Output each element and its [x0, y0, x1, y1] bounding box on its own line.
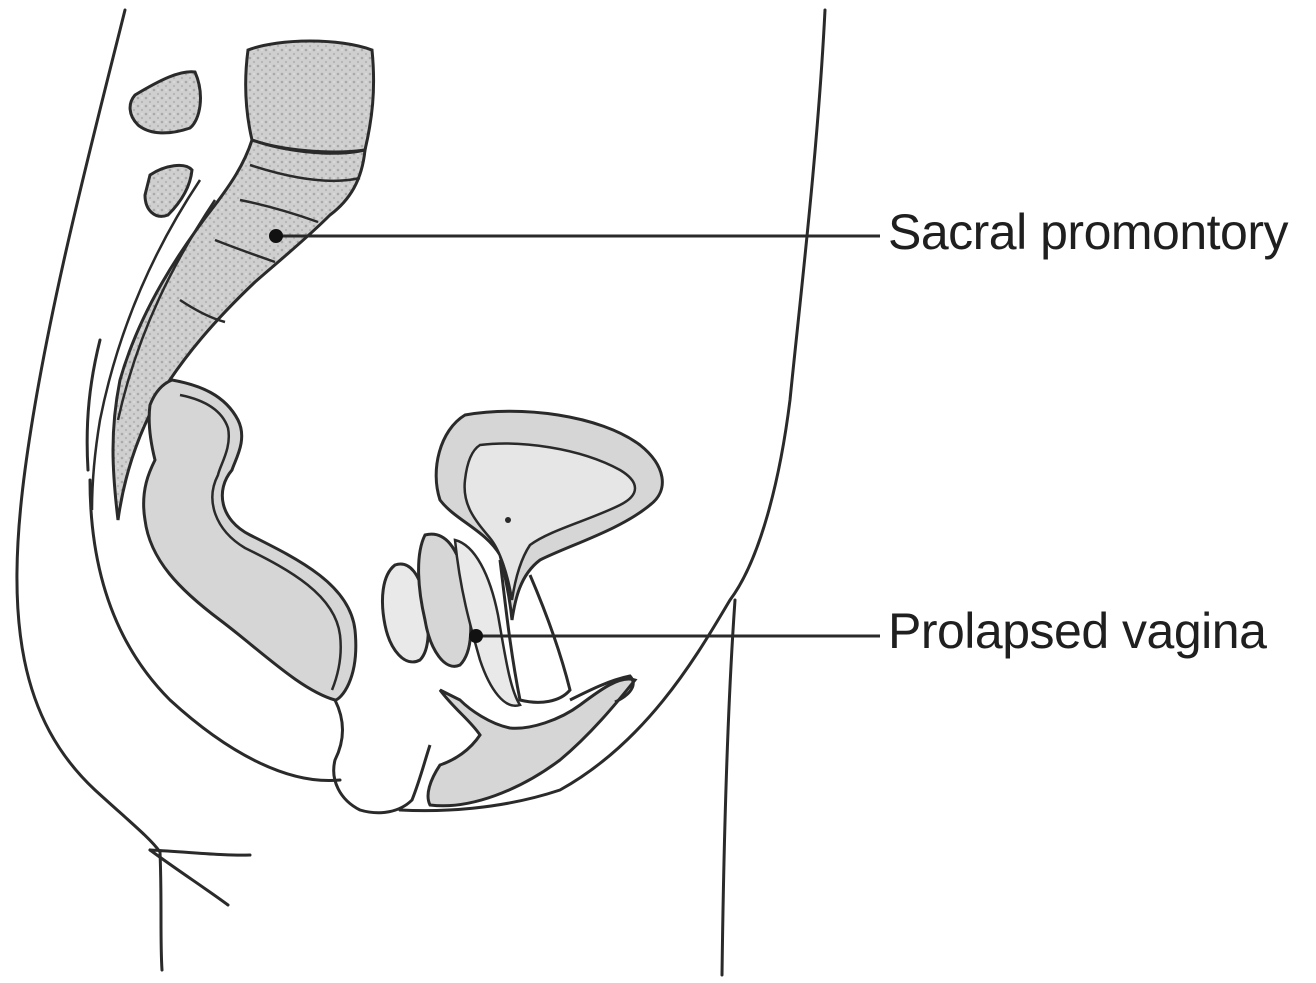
- sacral-promontory-marker: [269, 229, 283, 243]
- prolapsed-vagina-label: Prolapsed vagina: [888, 602, 1266, 660]
- bladder-dot: [505, 517, 511, 523]
- rectum: [144, 380, 356, 700]
- thigh-line: [722, 600, 735, 975]
- lumbar-vertebra: [246, 41, 374, 152]
- perineum: [428, 679, 635, 806]
- inner-back-curve-2: [87, 340, 100, 470]
- sacral-promontory-label: Sacral promontory: [888, 203, 1288, 261]
- prolapsed-vagina-marker: [469, 629, 483, 643]
- buttock-crease: [150, 850, 250, 855]
- anal-canal: [334, 700, 430, 813]
- spinous-process-2: [145, 165, 192, 216]
- spinous-process-1: [130, 72, 200, 133]
